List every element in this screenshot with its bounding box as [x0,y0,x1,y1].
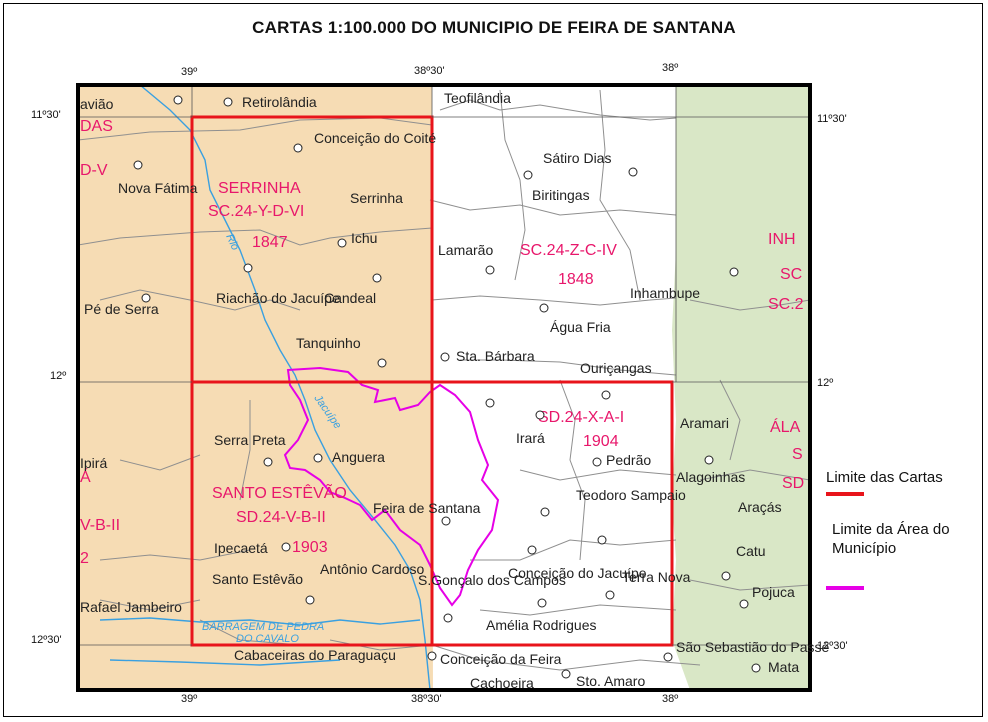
svg-text:Pedrão: Pedrão [606,452,651,468]
sheet-labels: SERRINHA SC.24-Y-D-VI 1847 SC.24-Z-C-IV … [208,180,624,556]
svg-text:Biritingas: Biritingas [532,187,590,203]
svg-text:Ichu: Ichu [351,230,377,246]
svg-text:Água Fria: Água Fria [550,319,611,335]
svg-text:D-V: D-V [80,162,108,179]
svg-text:DAS: DAS [80,118,113,135]
svg-text:Conceição do Jacuípe: Conceição do Jacuípe [508,565,647,581]
coord-right-11-30: 11º30' [817,113,847,125]
svg-text:Rafael Jambeiro: Rafael Jambeiro [80,599,182,615]
svg-text:Candeal: Candeal [324,290,376,306]
graticule [78,85,810,646]
svg-text:S.Gonçalo dos Campos: S.Gonçalo dos Campos [418,572,566,588]
svg-text:Cachoeira: Cachoeira [470,675,534,691]
sheet-name-serrinha: SERRINHA [218,180,301,197]
svg-text:Mata: Mata [768,659,799,675]
coord-left-12: 12º [50,370,67,382]
svg-text:Terra Nova: Terra Nova [622,569,691,585]
svg-text:SC: SC [780,266,802,283]
svg-text:SC.2: SC.2 [768,296,804,313]
svg-text:Conceição do Coité: Conceição do Coité [314,130,436,146]
coord-top-38: 38º [662,62,679,74]
sheet-number-serrinha: 1847 [252,234,288,251]
svg-text:Teofilândia: Teofilândia [444,90,511,106]
svg-text:Irará: Irará [516,430,545,446]
road-lines [78,89,810,671]
svg-text:Serrinha: Serrinha [350,190,403,206]
svg-text:Cabaceiras do Paraguaçu: Cabaceiras do Paraguaçu [234,647,396,663]
svg-text:Sta. Bárbara: Sta. Bárbara [456,348,535,364]
map-border [76,83,812,692]
map-title: CARTAS 1:100.000 DO MUNICIPIO DE FEIRA D… [252,18,736,37]
svg-text:Conceição da Feira: Conceição da Feira [440,651,562,667]
sheet-code-serrinha: SC.24-Y-D-VI [208,203,304,220]
coord-bottom-39: 39º [181,693,198,705]
svg-text:Riachão do Jacuípe: Riachão do Jacuípe [216,290,340,306]
svg-text:BARRAGEM DE PEDRA: BARRAGEM DE PEDRA [202,621,324,633]
coord-top-39: 39º [181,66,198,78]
legend-line-chart-limits [826,492,864,496]
place-labels: avião Retirolândia Teofilândia Conceição… [80,90,830,691]
sheet-code-1848: SC.24-Z-C-IV [520,242,617,259]
sheet-number-santo-estevao: 1903 [292,539,328,556]
svg-text:Serra Preta: Serra Preta [214,432,286,448]
figure-frame [3,3,983,717]
svg-text:Inhambupe: Inhambupe [630,285,700,301]
svg-text:Nova Fátima: Nova Fátima [118,180,198,196]
sheet-number-1848: 1848 [558,271,594,288]
svg-text:Pojuca: Pojuca [752,584,795,600]
svg-text:Ouriçangas: Ouriçangas [580,360,652,376]
svg-text:Pé de Serra: Pé de Serra [84,301,159,317]
svg-text:Catu: Catu [736,543,766,559]
coord-right-12-30: 12º30' [817,640,848,652]
legend-label-chart-limits: Limite das Cartas [826,469,943,486]
municipality-boundary [283,366,500,607]
coord-top-38-30: 38º30' [414,65,445,77]
coord-left-11-30: 11º30' [31,109,61,121]
svg-text:Sto. Amaro: Sto. Amaro [576,673,645,689]
coord-left-12-30: 12º30' [31,634,62,646]
svg-text:São Sebastião do Passé: São Sebastião do Passé [676,639,830,655]
legend-label-municipality: Limite da Área do Município [832,521,950,557]
svg-text:Aramari: Aramari [680,415,729,431]
svg-text:INH: INH [768,231,796,248]
svg-text:Retirolândia: Retirolândia [242,94,317,110]
sheet-number-1904: 1904 [583,433,619,450]
svg-text:SD: SD [782,475,804,492]
svg-text:ÁLA: ÁLA [770,417,801,436]
svg-text:Amélia Rodrigues: Amélia Rodrigues [486,617,597,633]
town-markers [133,95,761,679]
sheet-name-santo-estevao: SANTO ESTÊVÃO [212,482,347,502]
svg-text:Alagoinhas: Alagoinhas [676,469,745,485]
svg-text:DO CAVALO: DO CAVALO [236,633,299,645]
svg-text:Teodoro Sampaio: Teodoro Sampaio [576,487,686,503]
svg-text:2: 2 [80,550,89,567]
svg-text:V-B-II: V-B-II [80,517,120,534]
svg-text:Lamarão: Lamarão [438,242,493,258]
svg-text:Anguera: Anguera [332,449,385,465]
coord-right-12: 12º [817,377,834,389]
svg-text:Á: Á [80,467,91,486]
sheet-code-santo-estevao: SD.24-V-B-II [236,509,326,526]
rivers [99,85,431,690]
svg-text:Feira de Santana: Feira de Santana [373,500,481,516]
svg-text:Ipirá: Ipirá [80,455,107,471]
svg-text:Sátiro Dias: Sátiro Dias [543,150,611,166]
partial-sheet-labels: DAS D-V INH SC SC.2 ÁLA S SD Á V-B-II 2 [80,118,804,567]
svg-text:avião: avião [80,96,114,112]
svg-text:Santo Estêvão: Santo Estêvão [212,571,303,587]
svg-text:Tanquinho: Tanquinho [296,335,361,351]
green-region [672,85,810,690]
legend-line-municipality [826,586,864,590]
coord-bottom-38-30: 38º30' [411,693,442,705]
svg-text:Araçás: Araçás [738,499,782,515]
svg-text:Ipecaetá: Ipecaetá [214,540,268,556]
sheet-boundaries [190,115,674,647]
coord-bottom-38: 38º [662,693,679,705]
svg-text:Antônio Cardoso: Antônio Cardoso [320,561,425,577]
svg-text:S: S [792,446,803,463]
sheet-code-1904: SD.24-X-A-I [538,409,624,426]
